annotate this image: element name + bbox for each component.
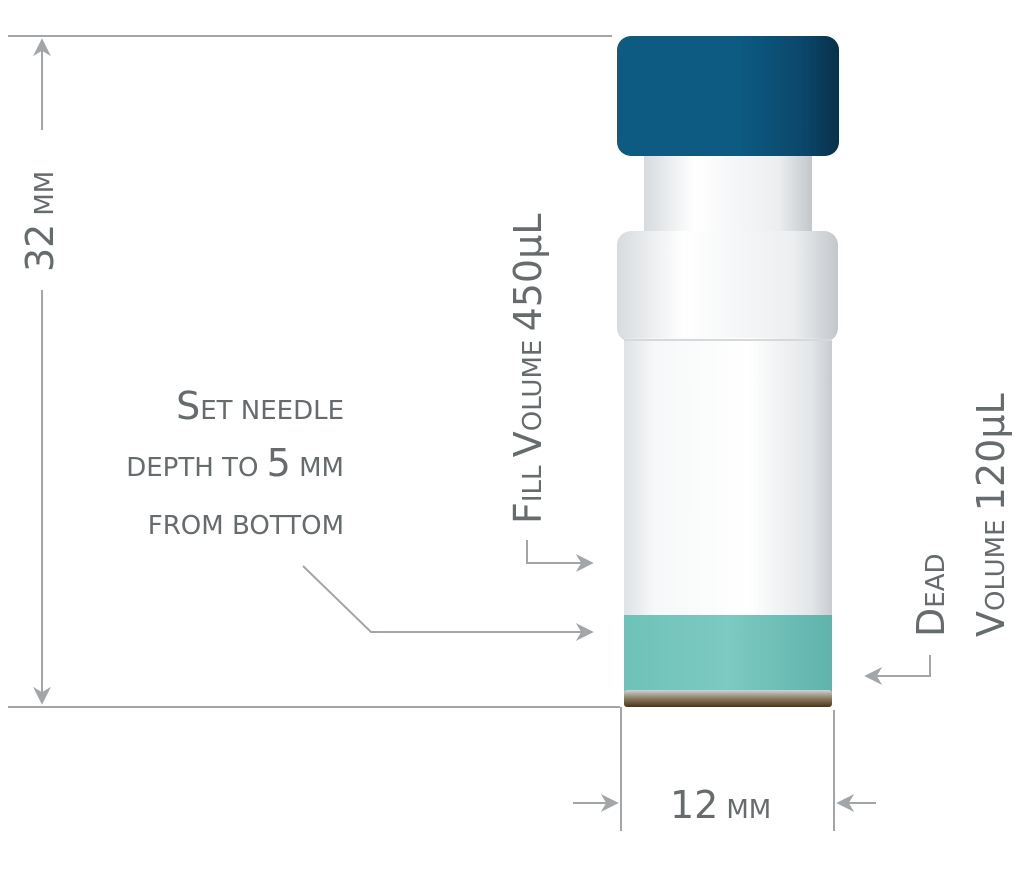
height-label: 32 MM — [18, 171, 62, 272]
vial-body — [624, 338, 832, 618]
vial-base — [624, 690, 832, 707]
vial-neck — [644, 150, 812, 238]
dead-volume-fill — [624, 615, 832, 693]
needle-label-line1: SET NEEDLE — [176, 384, 344, 428]
width-number: 12 — [670, 783, 718, 827]
fill-volume-leader — [526, 540, 594, 572]
fill-volume-label: FILL VOLUME 450µL — [506, 214, 550, 524]
width-unit: MM — [726, 795, 771, 825]
needle-label-line3: FROM BOTTOM — [148, 511, 344, 541]
vial-cap — [617, 36, 839, 156]
needle-label-line2: DEPTH TO 5 MM — [126, 441, 344, 485]
height-unit: MM — [30, 171, 60, 216]
dead-label-line1: DEAD — [909, 554, 953, 638]
vial-shoulder-band — [617, 231, 838, 342]
height-number: 32 — [18, 224, 62, 272]
needle-leader-line — [302, 565, 594, 641]
dead-label-line2: VOLUME 120µL — [969, 393, 1013, 637]
vial — [617, 36, 839, 707]
width-label: 12 MM — [670, 783, 771, 827]
dead-volume-leader — [864, 655, 931, 685]
